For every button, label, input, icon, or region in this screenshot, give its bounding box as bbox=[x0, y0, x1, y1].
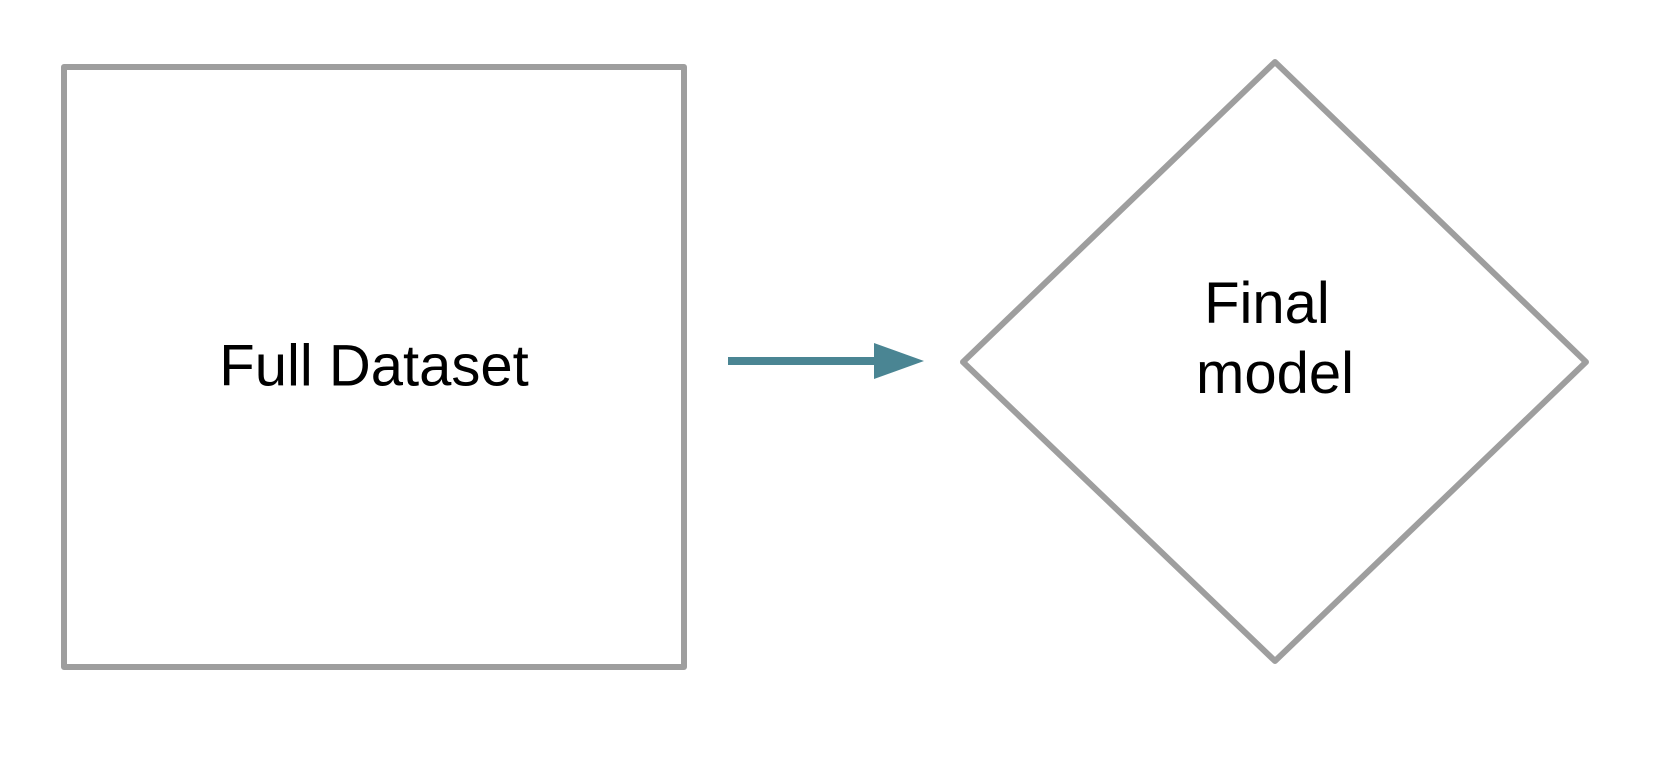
final-model-diamond bbox=[960, 59, 1589, 664]
arrow-head-icon bbox=[874, 343, 924, 379]
final-model-label: Final model bbox=[1196, 271, 1354, 406]
final-model-label-line2: model bbox=[1196, 341, 1354, 406]
full-dataset-label: Full Dataset bbox=[219, 333, 528, 398]
full-dataset-box bbox=[61, 64, 687, 670]
flow-arrow bbox=[728, 343, 924, 379]
final-model-label-line1: Final bbox=[1204, 271, 1330, 336]
